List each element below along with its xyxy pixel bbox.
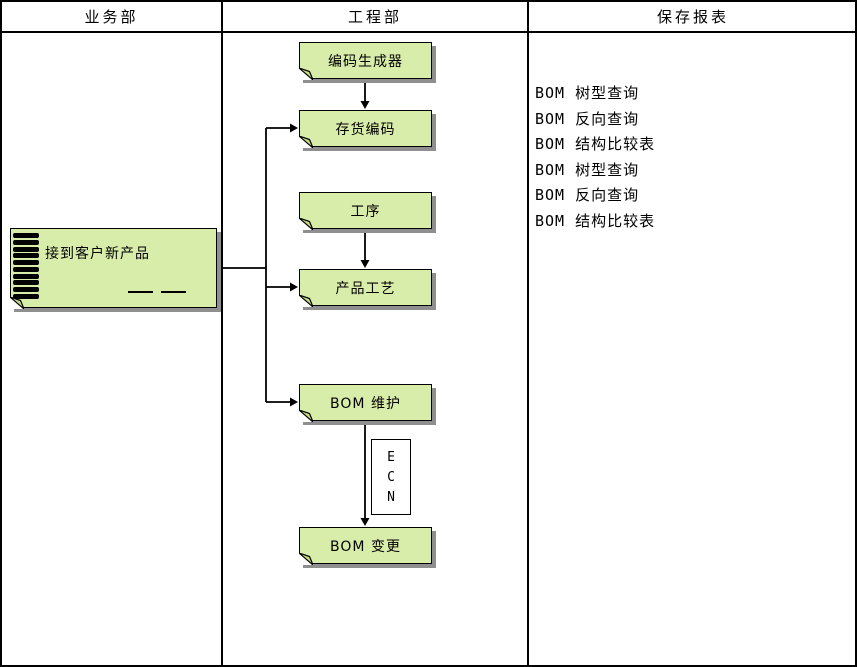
report-item[interactable]: BOM 结构比较表 bbox=[535, 135, 656, 153]
report-item[interactable]: BOM 树型查询 bbox=[535, 160, 640, 179]
flow-node-label: 工序 bbox=[350, 203, 381, 220]
flow-node-product-routing[interactable]: 产品工艺 bbox=[298, 269, 432, 307]
flow-node-label: 产品工艺 bbox=[335, 280, 396, 297]
flow-node-label: 编码生成器 bbox=[328, 53, 403, 70]
folded-corner-icon bbox=[298, 294, 313, 307]
report-item[interactable]: BOM 反向查询 bbox=[535, 109, 640, 128]
folded-corner-icon bbox=[298, 409, 313, 422]
ecn-label-box: E C N bbox=[371, 439, 411, 515]
folded-corner-icon bbox=[9, 296, 24, 309]
report-item[interactable]: BOM 反向查询 bbox=[535, 186, 640, 204]
flow-node-inventory-code[interactable]: 存货编码 bbox=[298, 110, 432, 148]
document-node-new-product[interactable]: 接到客户新产品 bbox=[9, 228, 217, 309]
folded-corner-icon bbox=[298, 67, 313, 80]
header-divider bbox=[2, 31, 855, 33]
column-divider bbox=[221, 2, 223, 665]
report-item[interactable]: BOM 结构比较表 bbox=[535, 211, 656, 230]
folded-corner-icon bbox=[298, 552, 313, 565]
flow-node-label: BOM 维护 bbox=[330, 395, 401, 412]
ecn-letter: C bbox=[387, 469, 395, 485]
flow-node-process[interactable]: 工序 bbox=[298, 192, 432, 230]
ecn-letter: E bbox=[387, 449, 395, 465]
report-item[interactable]: BOM 树型查询 bbox=[535, 84, 640, 102]
blank-underline bbox=[128, 291, 153, 293]
flow-node-label: 存货编码 bbox=[335, 121, 396, 138]
flow-node-code-generator[interactable]: 编码生成器 bbox=[298, 42, 432, 80]
column-header-business: 业务部 bbox=[84, 8, 139, 26]
document-node-label: 接到客户新产品 bbox=[45, 246, 150, 262]
blank-underline bbox=[161, 291, 186, 293]
column-header-reports: 保存报表 bbox=[656, 8, 729, 26]
spiral-binding-icon bbox=[13, 233, 39, 299]
flow-node-bom-change[interactable]: BOM 变更 bbox=[298, 527, 432, 565]
folded-corner-icon bbox=[298, 135, 313, 148]
column-header-engineering: 工程部 bbox=[347, 8, 402, 26]
folded-corner-icon bbox=[298, 217, 313, 230]
column-divider bbox=[527, 2, 529, 665]
report-list: BOM 树型查询 BOM 反向查询 BOM 结构比较表 BOM 树型查询 BOM… bbox=[535, 81, 655, 234]
flow-node-bom-maintenance[interactable]: BOM 维护 bbox=[298, 384, 432, 422]
flow-node-label: BOM 变更 bbox=[330, 538, 401, 555]
ecn-letter: N bbox=[387, 489, 395, 505]
